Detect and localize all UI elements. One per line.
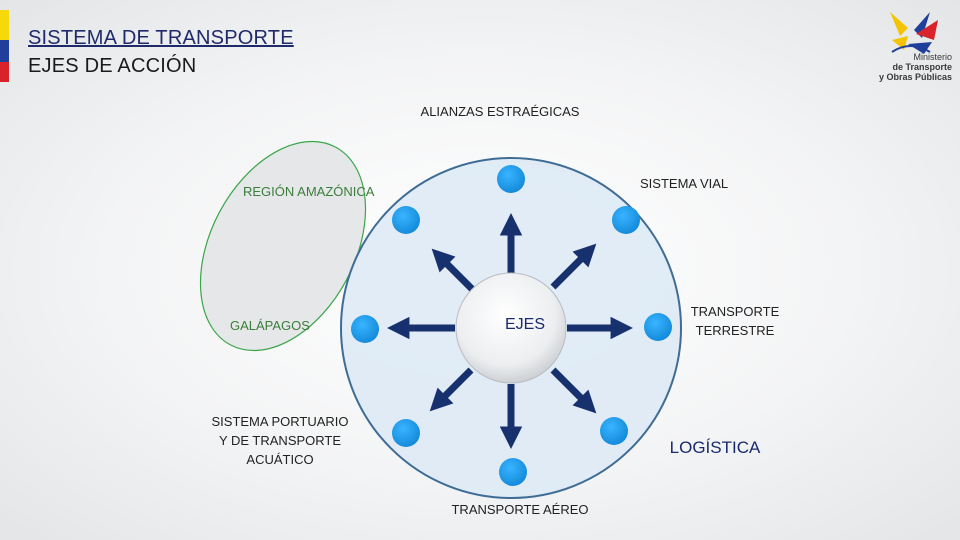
logo-line-3: y Obras Públicas bbox=[878, 72, 952, 82]
amazon-region-ellipse bbox=[199, 140, 367, 352]
label-terrestre-line-1: TRANSPORTE bbox=[690, 304, 780, 319]
nodes bbox=[351, 165, 672, 486]
node-upper-right bbox=[612, 206, 640, 234]
logo-text: Ministerio de Transporte y Obras Pública… bbox=[870, 52, 952, 82]
arrow-up-right bbox=[550, 243, 597, 290]
node-bottom bbox=[499, 458, 527, 486]
node-right bbox=[644, 313, 672, 341]
node-upper-left bbox=[392, 206, 420, 234]
label-transporte-terrestre: TRANSPORTE TERRESTRE bbox=[680, 302, 790, 340]
ministry-logo-icon bbox=[890, 12, 938, 54]
arrow-up-left bbox=[431, 248, 475, 292]
arrows bbox=[387, 213, 633, 449]
page-title: SISTEMA DE TRANSPORTE bbox=[28, 27, 294, 49]
logo-line-1: Ministerio bbox=[913, 52, 952, 62]
node-left bbox=[351, 315, 379, 343]
label-terrestre-line-2: TERRESTRE bbox=[695, 323, 775, 338]
node-lower-right bbox=[600, 417, 628, 445]
label-portuario-line-3: ACUÁTICO bbox=[246, 452, 314, 467]
label-portuario-line-1: SISTEMA PORTUARIO bbox=[211, 414, 349, 429]
center-label: EJES bbox=[504, 316, 545, 333]
arrow-down-left bbox=[429, 367, 474, 412]
label-sistema-portuario: SISTEMA PORTUARIO Y DE TRANSPORTE ACUÁTI… bbox=[195, 412, 365, 469]
label-logistica: LOGÍSTICA bbox=[669, 438, 761, 457]
node-lower-left bbox=[392, 419, 420, 447]
page-subtitle: EJES DE ACCIÓN bbox=[28, 55, 197, 77]
arrow-down-right bbox=[550, 367, 597, 414]
label-portuario-line-2: Y DE TRANSPORTE bbox=[218, 433, 342, 448]
label-galapagos: GALÁPAGOS bbox=[230, 318, 310, 333]
label-alianzas: ALIANZAS ESTRAÉGICAS bbox=[420, 104, 580, 119]
logo-line-2: de Transporte bbox=[892, 62, 952, 72]
node-top bbox=[497, 165, 525, 193]
label-region-amazonica: REGIÓN AMAZÓNICA bbox=[243, 184, 375, 199]
label-transporte-aereo: TRANSPORTE AÉREO bbox=[451, 502, 589, 517]
flag-stripe bbox=[0, 10, 9, 82]
center-hub bbox=[455, 272, 567, 384]
label-sistema-vial: SISTEMA VIAL bbox=[640, 176, 729, 191]
